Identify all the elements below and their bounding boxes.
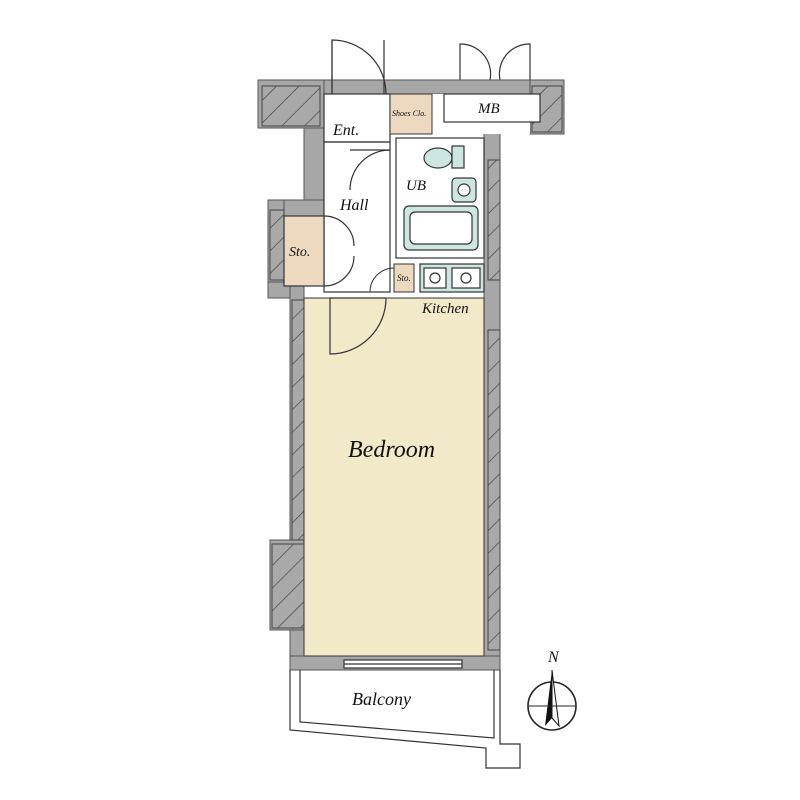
shoes-closet-label: Shoes Clo. [392,109,426,118]
kitchen-counter [419,263,485,293]
entrance-label: Ent. [332,122,359,139]
balcony-label: Balcony [352,689,411,709]
hall-label: Hall [339,197,369,214]
north-compass [527,669,577,731]
storage-small [369,263,415,293]
unit-bath-label: UB [406,178,426,194]
bedroom-floor [303,297,485,657]
compass-north-label: N [547,649,560,666]
storage-left-label: Sto. [289,245,310,260]
unit-bath [395,137,485,259]
meter-box-area [443,43,541,123]
shoes-closet [389,93,433,135]
meter-box-label: MB [477,101,500,117]
structural-columns [261,85,563,651]
floor-areas [303,94,530,657]
bedroom-window [343,659,463,669]
bedroom-label: Bedroom [348,437,435,463]
kitchen-label: Kitchen [421,301,469,317]
storage-left [283,215,355,287]
balcony-area [289,670,521,769]
storage-small-label: Sto. [397,273,411,283]
